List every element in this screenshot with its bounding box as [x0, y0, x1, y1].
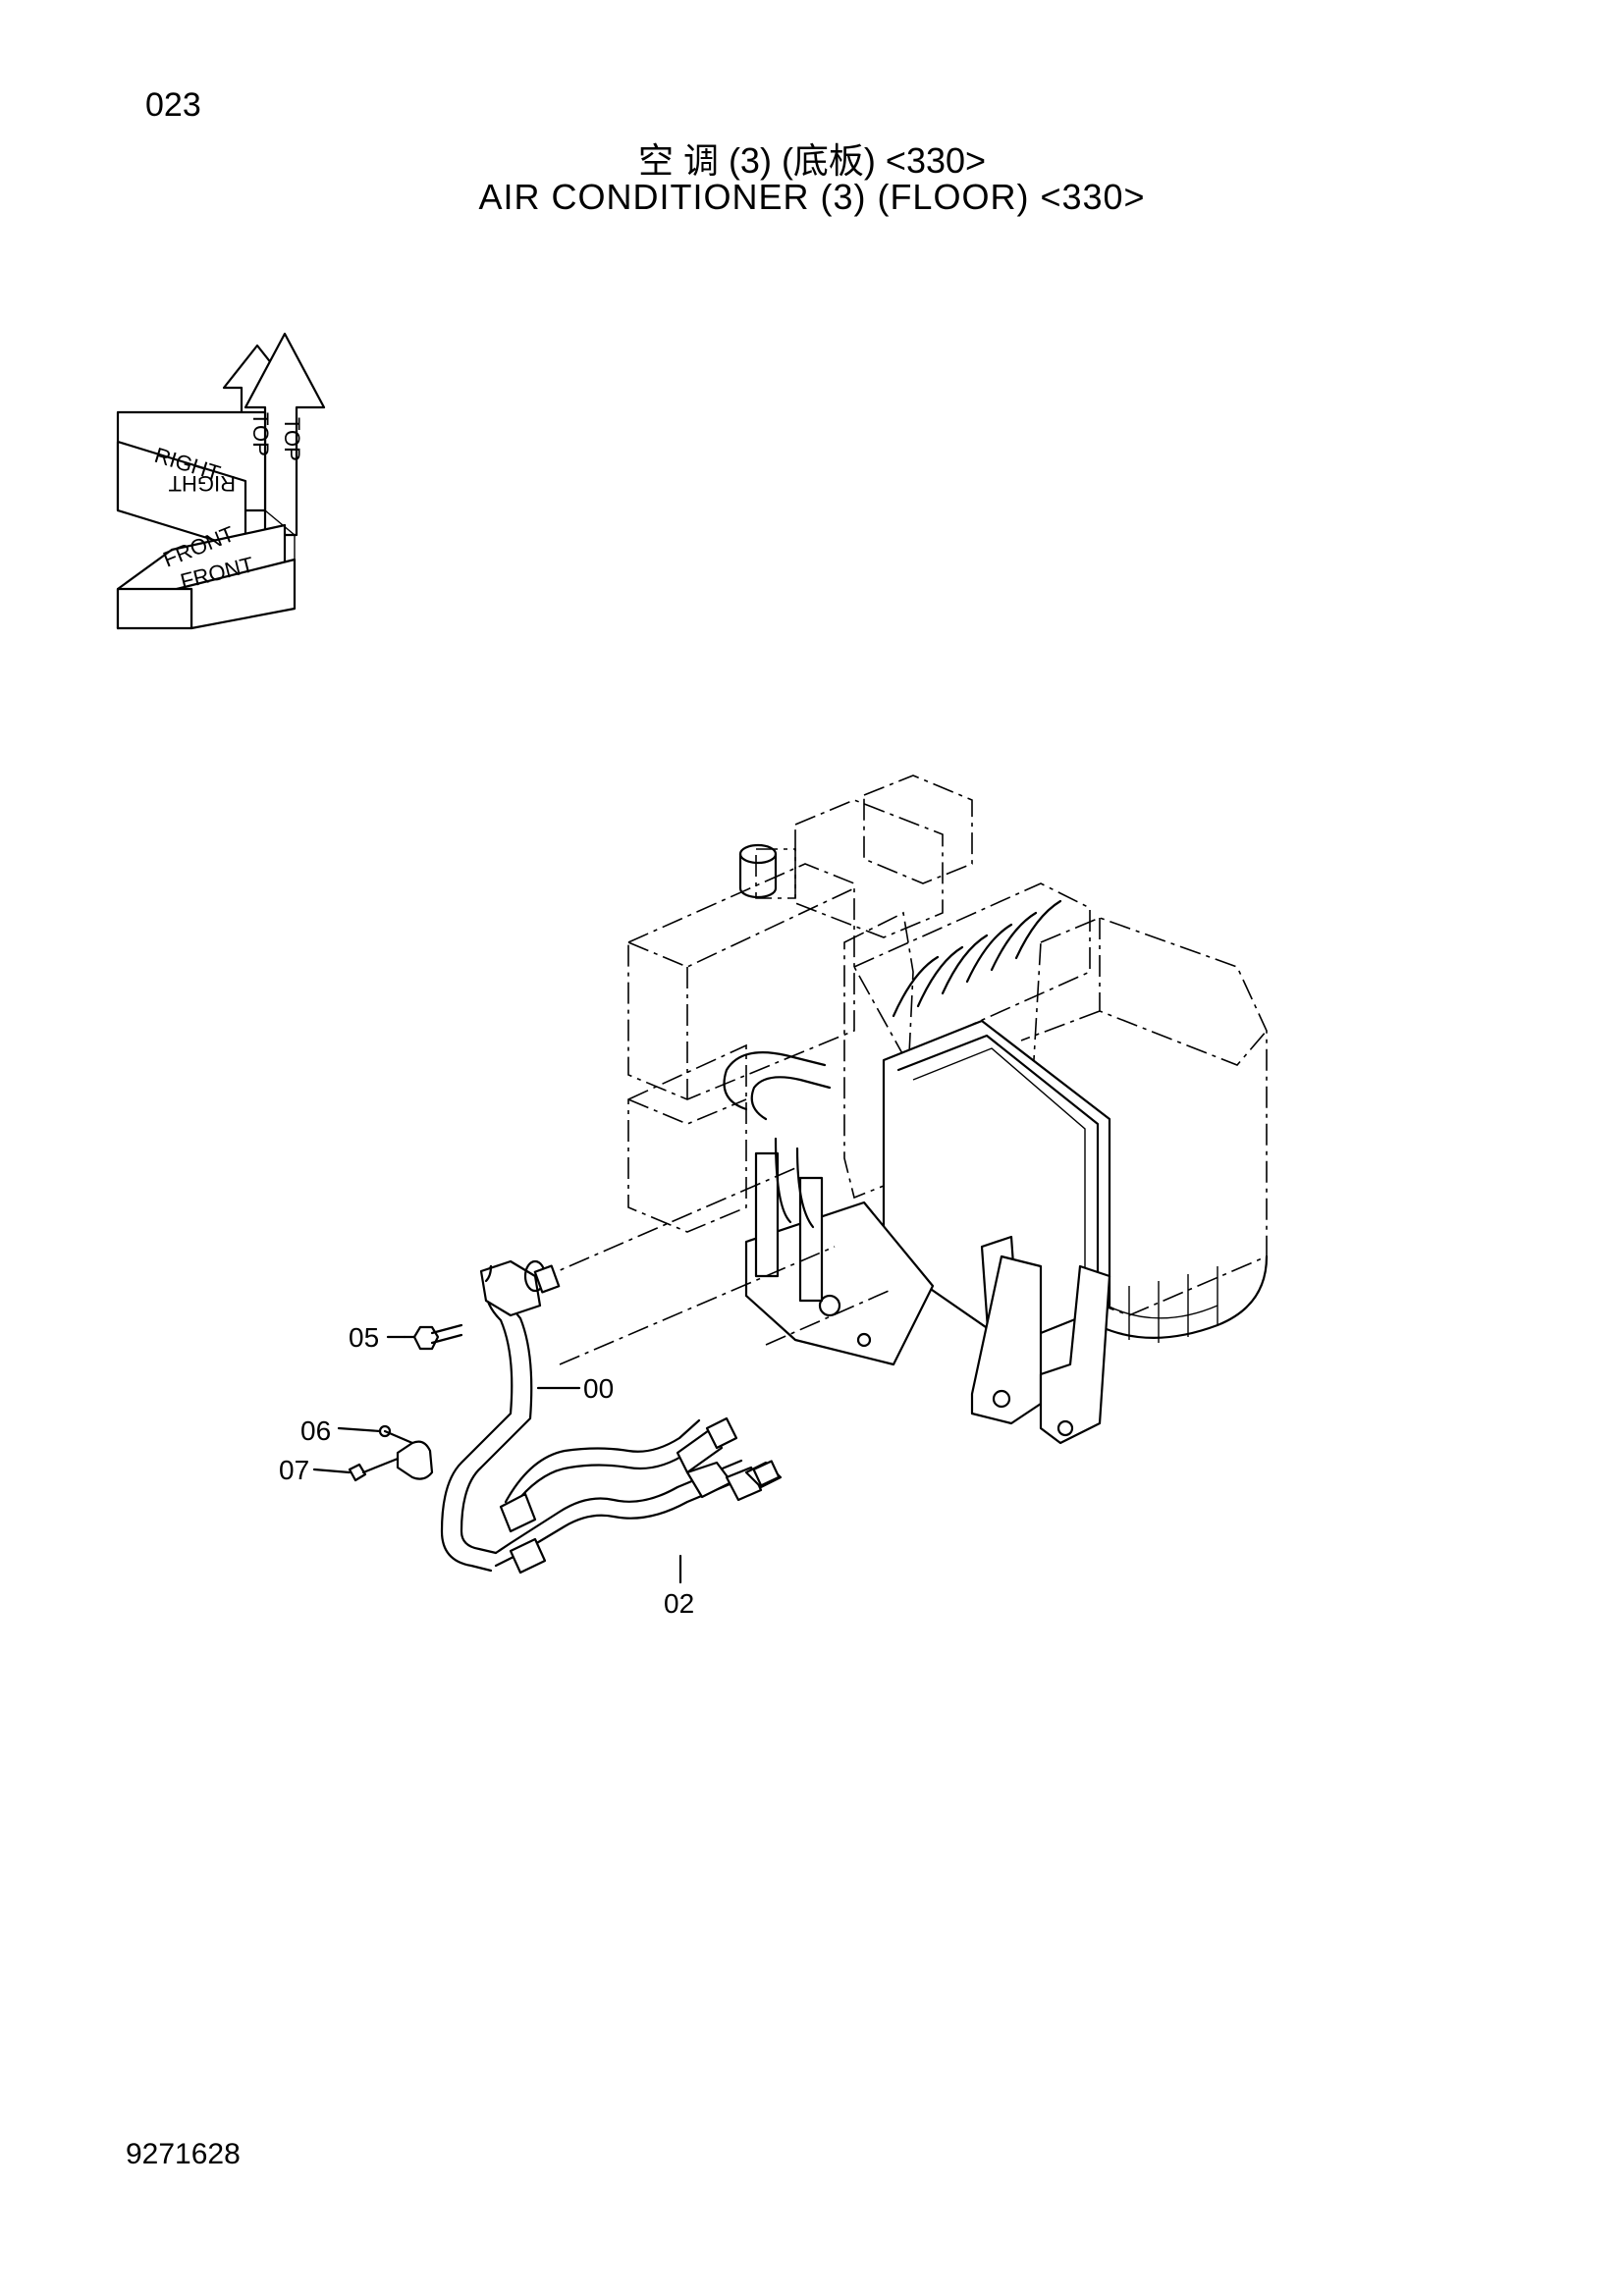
pipe-assembly — [440, 1259, 783, 1575]
title-chinese: 空 调 (3) (底板) <330> — [637, 140, 987, 181]
label-right-1: RIGHT — [169, 471, 236, 496]
assembly-guide-lines — [534, 1167, 890, 1365]
label-top-2: TOP — [280, 417, 304, 461]
callout-00: 00 — [583, 1373, 614, 1404]
front-block-base — [116, 587, 193, 630]
air-conditioner-unit — [627, 774, 1269, 1445]
callout-leaders — [312, 1335, 682, 1584]
callout-06: 06 — [300, 1415, 331, 1446]
orientation-indicator: TOP TOP RIGHT RIGHT FRONT FRONT — [116, 332, 326, 630]
callout-02: 02 — [664, 1588, 694, 1619]
clamp-06 — [378, 1424, 434, 1480]
screw-07 — [348, 1457, 400, 1482]
bolt-05 — [403, 1323, 463, 1351]
callout-05: 05 — [349, 1322, 379, 1353]
title-english: AIR CONDITIONER (3) (FLOOR) <330> — [478, 177, 1146, 217]
callout-07: 07 — [279, 1455, 309, 1485]
document-number: 9271628 — [126, 2138, 241, 2170]
page-number: 023 — [145, 86, 201, 124]
label-top-1: TOP — [248, 412, 273, 456]
